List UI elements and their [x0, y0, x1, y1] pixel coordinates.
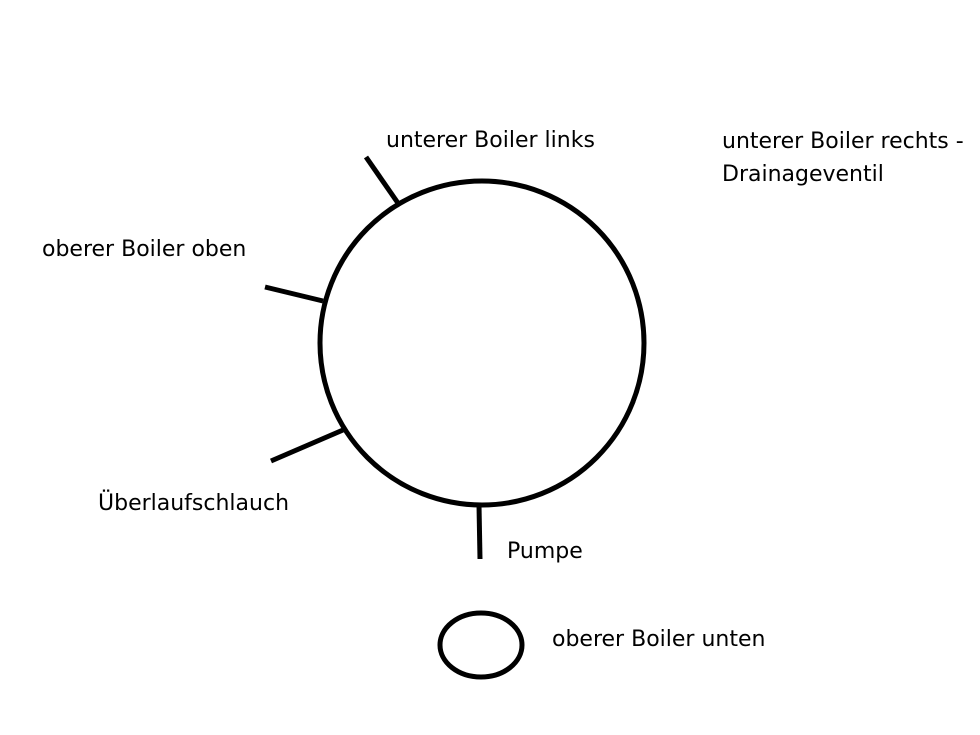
label-unterer-boiler-rechts-line2: Drainageventil: [722, 162, 884, 187]
label-ueberlaufschlauch: Überlaufschlauch: [98, 491, 290, 516]
connector-ueberlaufschlauch: [270, 427, 344, 464]
connector-oberer-boiler-oben: [264, 284, 324, 304]
connector-pumpe: [476, 504, 483, 560]
main-boiler-circle: [317, 178, 647, 508]
label-unterer-boiler-rechts-line1: unterer Boiler rechts -: [722, 129, 964, 154]
label-oberer-boiler-oben: oberer Boiler oben: [42, 237, 247, 262]
small-boiler-ellipse: [437, 610, 525, 680]
label-pumpe: Pumpe: [507, 539, 583, 564]
label-oberer-boiler-unten: oberer Boiler unten: [552, 627, 766, 652]
label-unterer-boiler-rechts: unterer Boiler rechts - Drainageventil: [722, 125, 964, 191]
connector-unterer-boiler-links: [363, 155, 403, 208]
label-unterer-boiler-links: unterer Boiler links: [386, 128, 595, 153]
